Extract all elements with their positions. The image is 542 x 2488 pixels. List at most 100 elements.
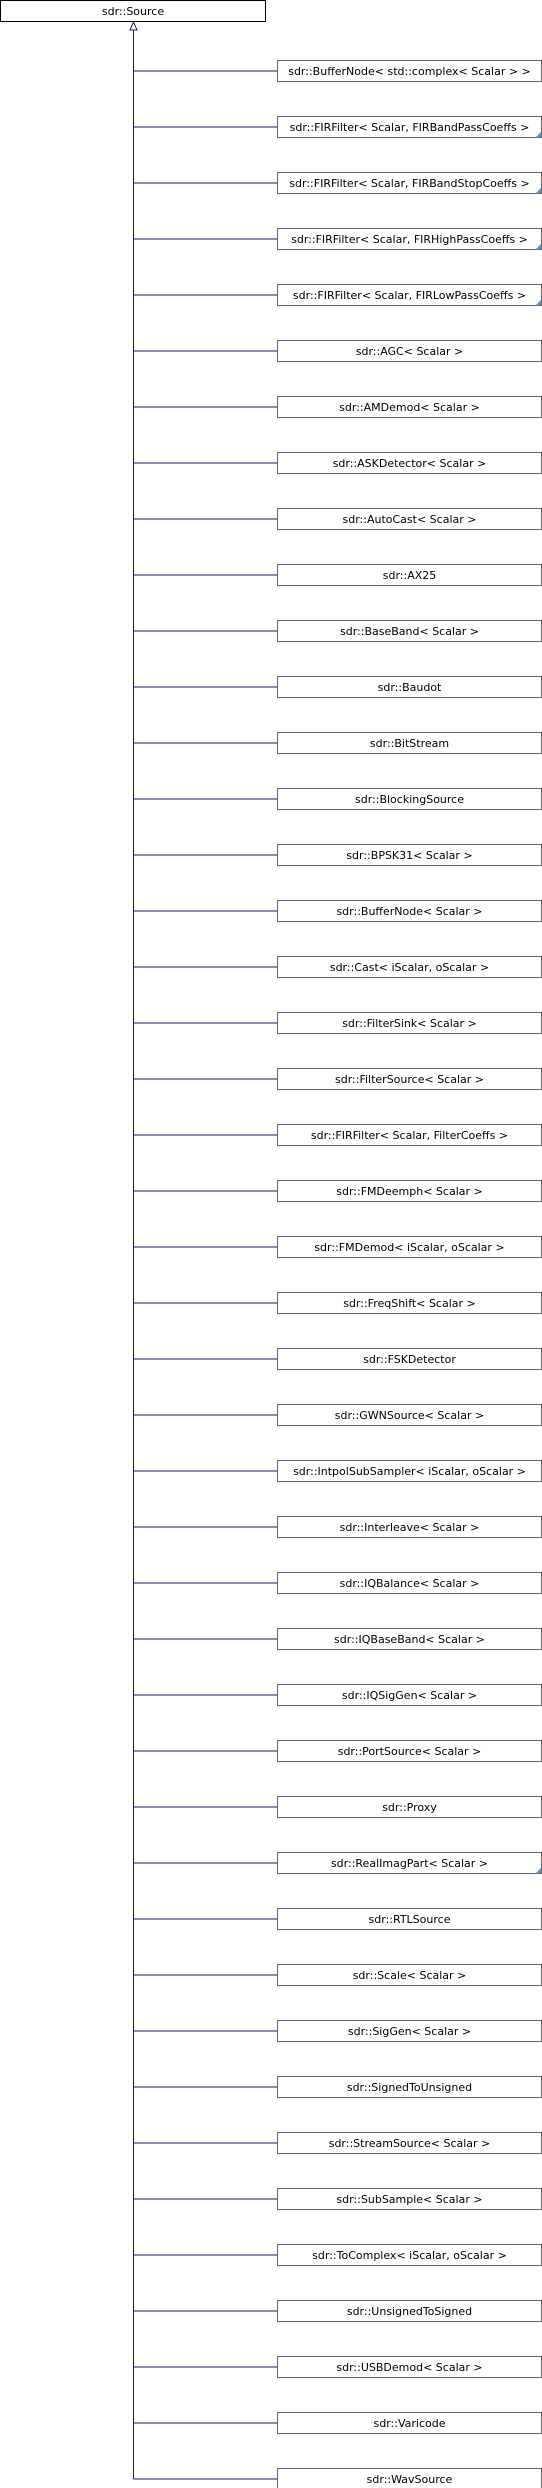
derived-class-node[interactable]: sdr::FreqShift< Scalar > [277, 1292, 542, 1314]
more-subclasses-marker-icon [535, 187, 542, 194]
derived-class-label: sdr::AutoCast< Scalar > [343, 513, 477, 526]
derived-class-node[interactable]: sdr::FMDeemph< Scalar > [277, 1180, 542, 1202]
derived-class-node[interactable]: sdr::Varicode [277, 2412, 542, 2434]
derived-class-node[interactable]: sdr::SignedToUnsigned [277, 2076, 542, 2098]
derived-class-node[interactable]: sdr::AutoCast< Scalar > [277, 508, 542, 530]
derived-class-node[interactable]: sdr::BPSK31< Scalar > [277, 844, 542, 866]
derived-class-label: sdr::WavSource [367, 2473, 453, 2486]
derived-class-node[interactable]: sdr::StreamSource< Scalar > [277, 2132, 542, 2154]
derived-class-label: sdr::FIRFilter< Scalar, FIRLowPassCoeffs… [293, 289, 526, 302]
derived-class-node[interactable]: sdr::FIRFilter< Scalar, FIRBandStopCoeff… [277, 172, 542, 194]
derived-class-node[interactable]: sdr::FIRFilter< Scalar, FIRHighPassCoeff… [277, 228, 542, 250]
derived-class-node[interactable]: sdr::IntpolSubSampler< iScalar, oScalar … [277, 1460, 542, 1482]
derived-class-node[interactable]: sdr::Cast< iScalar, oScalar > [277, 956, 542, 978]
derived-class-label: sdr::BlockingSource [355, 793, 464, 806]
derived-class-label: sdr::IQBalance< Scalar > [340, 1577, 480, 1590]
derived-class-label: sdr::GWNSource< Scalar > [335, 1409, 484, 1422]
derived-class-node[interactable]: sdr::AX25 [277, 564, 542, 586]
derived-class-node[interactable]: sdr::BlockingSource [277, 788, 542, 810]
derived-class-label: sdr::BaseBand< Scalar > [340, 625, 479, 638]
derived-class-label: sdr::RTLSource [369, 1913, 451, 1926]
derived-class-label: sdr::Cast< iScalar, oScalar > [330, 961, 489, 974]
derived-class-nodes: sdr::BufferNode< std::complex< Scalar > … [277, 60, 542, 2488]
derived-class-label: sdr::BitStream [370, 737, 449, 750]
derived-class-label: sdr::ASKDetector< Scalar > [333, 457, 487, 470]
derived-class-label: sdr::ToComplex< iScalar, oScalar > [312, 2249, 507, 2262]
derived-class-node[interactable]: sdr::RealImagPart< Scalar > [277, 1852, 542, 1874]
derived-class-node[interactable]: sdr::PortSource< Scalar > [277, 1740, 542, 1762]
derived-class-node[interactable]: sdr::Scale< Scalar > [277, 1964, 542, 1986]
derived-class-label: sdr::AX25 [383, 569, 437, 582]
derived-class-node[interactable]: sdr::FMDemod< iScalar, oScalar > [277, 1236, 542, 1258]
derived-class-label: sdr::FilterSource< Scalar > [335, 1073, 484, 1086]
derived-class-label: sdr::Proxy [382, 1801, 437, 1814]
derived-class-node[interactable]: sdr::RTLSource [277, 1908, 542, 1930]
derived-class-node[interactable]: sdr::FIRFilter< Scalar, FIRLowPassCoeffs… [277, 284, 542, 306]
derived-class-node[interactable]: sdr::SubSample< Scalar > [277, 2188, 542, 2210]
derived-class-node[interactable]: sdr::SigGen< Scalar > [277, 2020, 542, 2042]
derived-class-node[interactable]: sdr::Interleave< Scalar > [277, 1516, 542, 1538]
derived-class-node[interactable]: sdr::ToComplex< iScalar, oScalar > [277, 2244, 542, 2266]
derived-class-label: sdr::IQBaseBand< Scalar > [334, 1633, 485, 1646]
derived-class-node[interactable]: sdr::AGC< Scalar > [277, 340, 542, 362]
derived-class-node[interactable]: sdr::USBDemod< Scalar > [277, 2356, 542, 2378]
derived-class-label: sdr::FIRFilter< Scalar, FIRBandPassCoeff… [290, 121, 530, 134]
derived-class-label: sdr::FIRFilter< Scalar, FilterCoeffs > [311, 1129, 508, 1142]
derived-class-node[interactable]: sdr::BaseBand< Scalar > [277, 620, 542, 642]
derived-class-label: sdr::Interleave< Scalar > [340, 1521, 480, 1534]
derived-class-node[interactable]: sdr::IQSigGen< Scalar > [277, 1684, 542, 1706]
derived-class-label: sdr::AMDemod< Scalar > [339, 401, 480, 414]
base-class-node[interactable]: sdr::Source [0, 0, 266, 22]
derived-class-node[interactable]: sdr::IQBaseBand< Scalar > [277, 1628, 542, 1650]
derived-class-node[interactable]: sdr::AMDemod< Scalar > [277, 396, 542, 418]
derived-class-node[interactable]: sdr::FIRFilter< Scalar, FilterCoeffs > [277, 1124, 542, 1146]
derived-class-label: sdr::SignedToUnsigned [347, 2081, 472, 2094]
derived-class-node[interactable]: sdr::ASKDetector< Scalar > [277, 452, 542, 474]
base-class-label: sdr::Source [102, 5, 164, 18]
derived-class-node[interactable]: sdr::Proxy [277, 1796, 542, 1818]
derived-class-node[interactable]: sdr::FilterSink< Scalar > [277, 1012, 542, 1034]
base-class-box[interactable] [0, 0, 266, 22]
derived-class-label: sdr::IQSigGen< Scalar > [342, 1689, 477, 1702]
derived-class-label: sdr::SubSample< Scalar > [336, 2193, 482, 2206]
more-subclasses-marker-icon [535, 1867, 542, 1874]
derived-class-label: sdr::SigGen< Scalar > [348, 2025, 471, 2038]
derived-class-label: sdr::Scale< Scalar > [353, 1969, 467, 1982]
derived-class-node[interactable]: sdr::BitStream [277, 732, 542, 754]
inheritance-connectors [129, 20, 278, 2480]
derived-class-label: sdr::FMDeemph< Scalar > [336, 1185, 482, 1198]
derived-class-node[interactable]: sdr::UnsignedToSigned [277, 2300, 542, 2322]
more-subclasses-marker-icon [535, 131, 542, 138]
derived-class-label: sdr::UnsignedToSigned [347, 2305, 472, 2318]
derived-class-node[interactable]: sdr::BufferNode< std::complex< Scalar > … [277, 60, 542, 82]
inheritance-arrowhead [129, 20, 138, 31]
derived-class-node[interactable]: sdr::IQBalance< Scalar > [277, 1572, 542, 1594]
derived-class-label: sdr::BPSK31< Scalar > [346, 849, 472, 862]
derived-class-label: sdr::BufferNode< Scalar > [336, 905, 482, 918]
derived-class-node[interactable]: sdr::BufferNode< Scalar > [277, 900, 542, 922]
derived-class-node[interactable]: sdr::FIRFilter< Scalar, FIRBandPassCoeff… [277, 116, 542, 138]
derived-class-label: sdr::FilterSink< Scalar > [342, 1017, 477, 1030]
derived-class-label: sdr::Baudot [378, 681, 442, 694]
derived-class-label: sdr::FIRFilter< Scalar, FIRBandStopCoeff… [289, 177, 529, 190]
derived-class-label: sdr::FIRFilter< Scalar, FIRHighPassCoeff… [291, 233, 528, 246]
derived-class-label: sdr::PortSource< Scalar > [338, 1745, 482, 1758]
derived-class-node[interactable]: sdr::WavSource [277, 2468, 542, 2488]
derived-class-label: sdr::RealImagPart< Scalar > [331, 1857, 488, 1870]
derived-class-label: sdr::IntpolSubSampler< iScalar, oScalar … [293, 1465, 526, 1478]
derived-class-label: sdr::AGC< Scalar > [356, 345, 464, 358]
derived-class-node[interactable]: sdr::FSKDetector [277, 1348, 542, 1370]
derived-class-label: sdr::FreqShift< Scalar > [343, 1297, 476, 1310]
derived-class-node[interactable]: sdr::Baudot [277, 676, 542, 698]
derived-class-label: sdr::Varicode [374, 2417, 446, 2430]
derived-class-label: sdr::USBDemod< Scalar > [336, 2361, 482, 2374]
derived-class-node[interactable]: sdr::GWNSource< Scalar > [277, 1404, 542, 1426]
derived-class-node[interactable]: sdr::FilterSource< Scalar > [277, 1068, 542, 1090]
more-subclasses-marker-icon [535, 243, 542, 250]
derived-class-label: sdr::FSKDetector [363, 1353, 456, 1366]
more-subclasses-marker-icon [535, 299, 542, 306]
derived-class-label: sdr::BufferNode< std::complex< Scalar > … [288, 65, 531, 78]
derived-class-label: sdr::StreamSource< Scalar > [329, 2137, 491, 2150]
derived-class-label: sdr::FMDemod< iScalar, oScalar > [314, 1241, 504, 1254]
